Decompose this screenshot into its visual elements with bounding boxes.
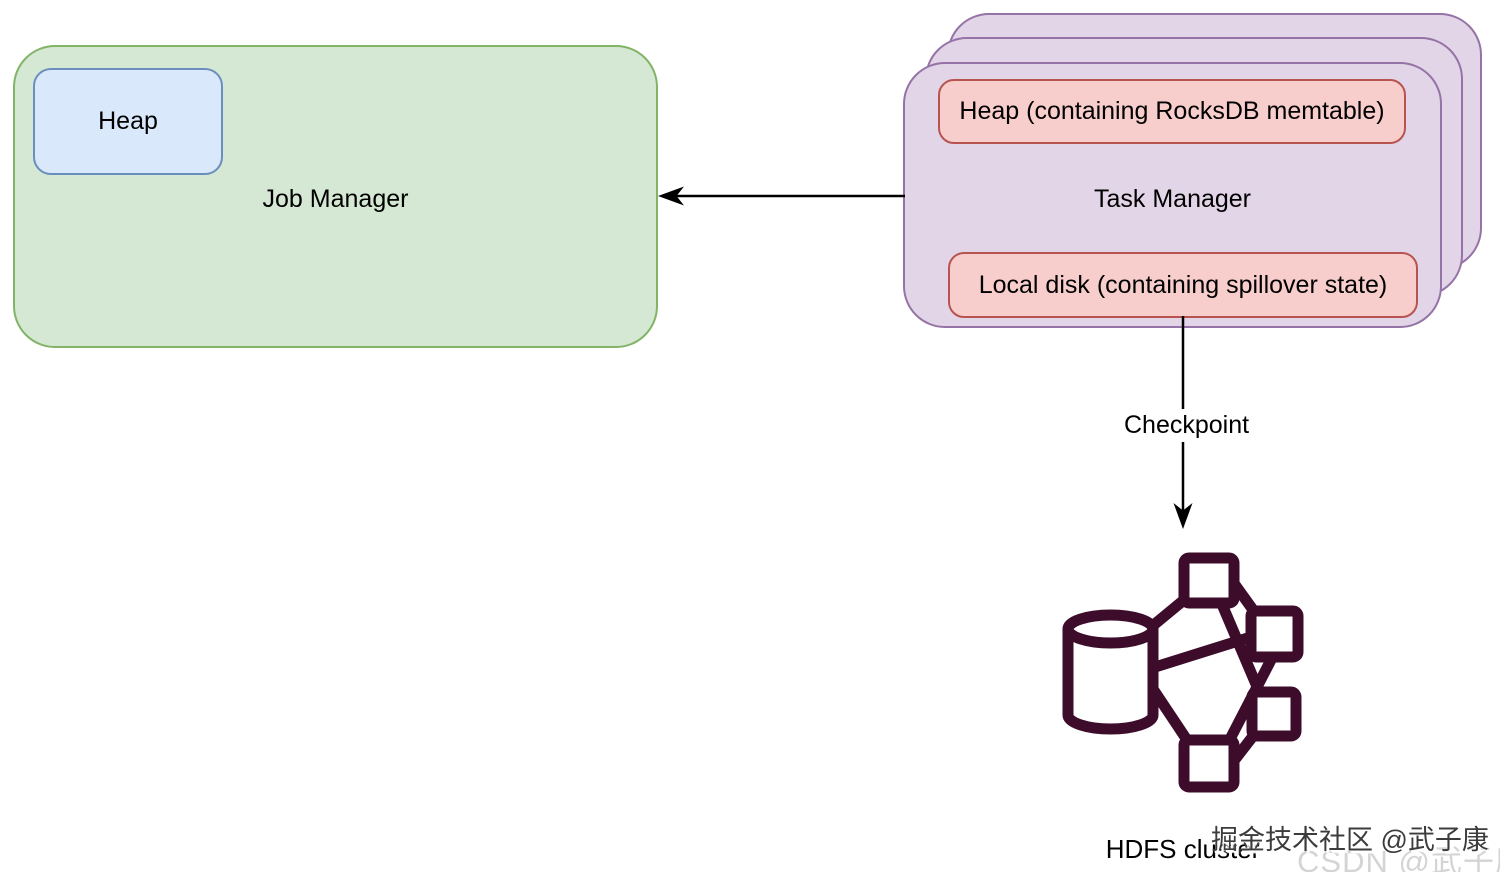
watermark-juejin: 掘金技术社区 @武子康 — [1211, 825, 1489, 855]
task-manager-local-disk-label: Local disk (containing spillover state) — [978, 270, 1388, 299]
task-manager-local-disk-box: Local disk (containing spillover state) — [948, 252, 1418, 318]
watermark-csdn: CSDN @武子康 — [1297, 844, 1500, 872]
job-manager-heap-label: Heap — [98, 107, 158, 136]
checkpoint-label: Checkpoint — [1116, 409, 1258, 442]
hdfs-cluster-label: HDFS cluster — [1105, 834, 1261, 864]
task-manager-heap-box: Heap (containing RocksDB memtable) — [938, 79, 1406, 144]
hdfs-cluster-icon — [1062, 552, 1304, 793]
job-manager-heap-box: Heap — [33, 68, 223, 175]
job-manager-label: Job Manager — [262, 185, 409, 213]
arrow-left-icon — [658, 186, 905, 206]
task-manager-label: Task Manager — [1093, 185, 1252, 213]
task-manager-heap-label: Heap (containing RocksDB memtable) — [959, 97, 1385, 126]
